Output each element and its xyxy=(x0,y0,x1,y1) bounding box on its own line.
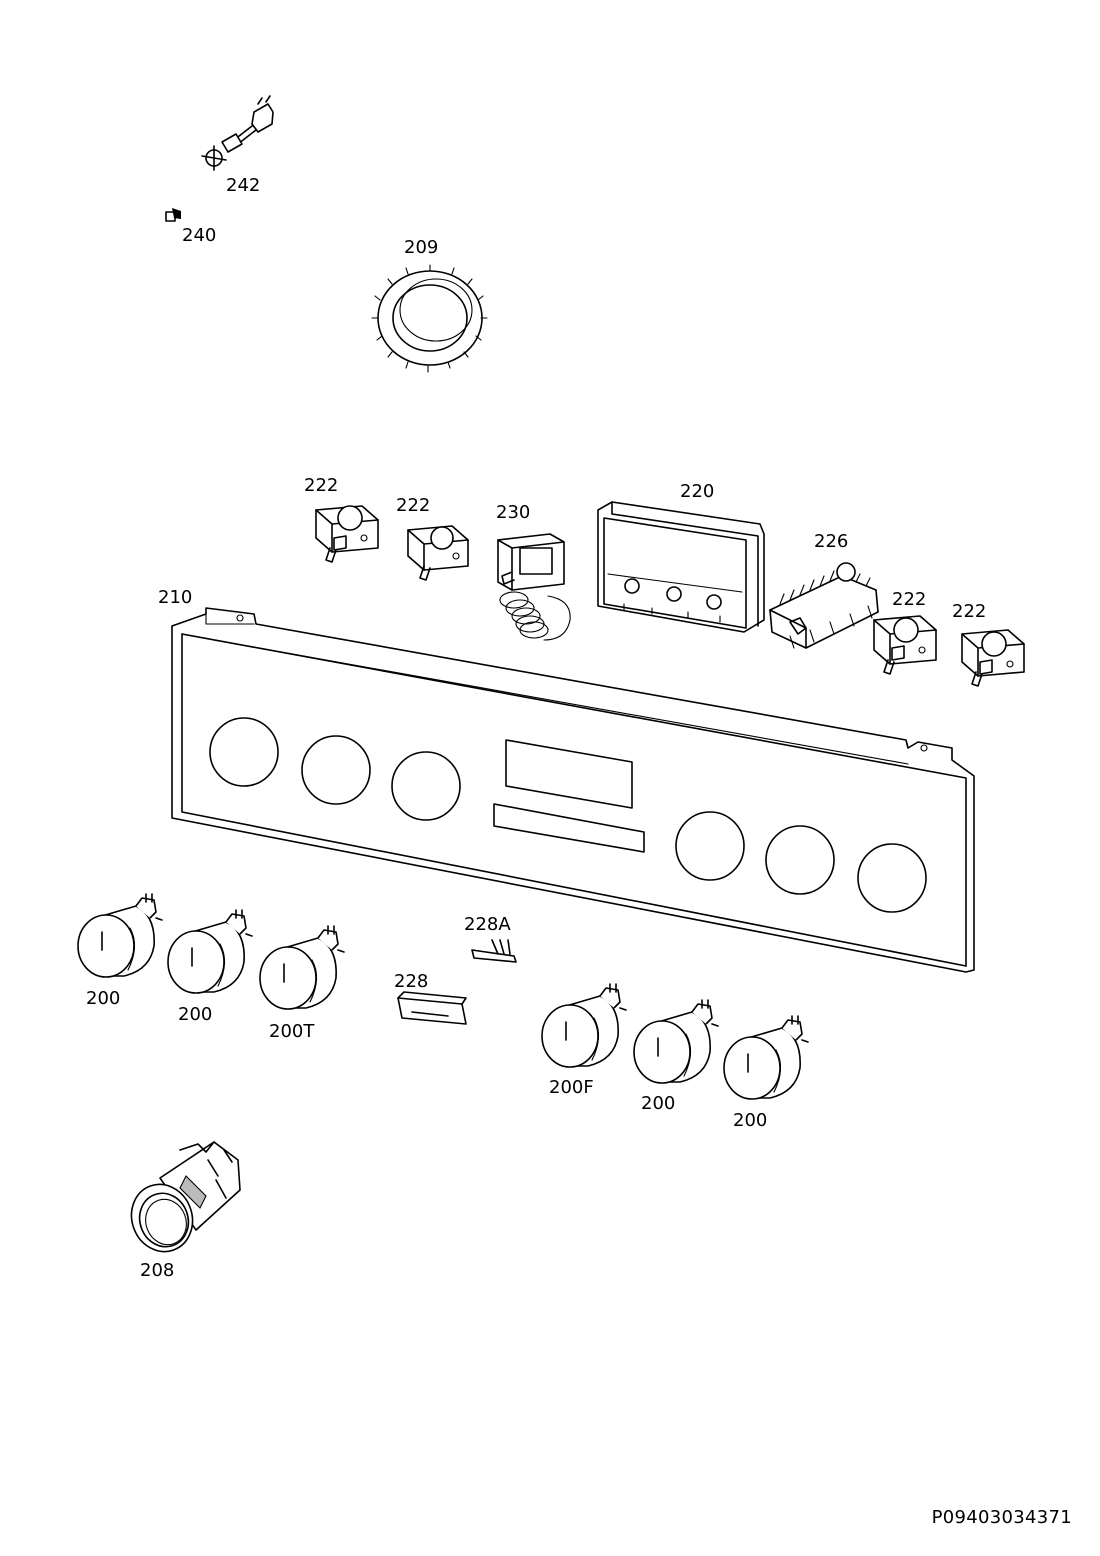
label-200f: 200F xyxy=(549,1077,594,1098)
label-200-b: 200 xyxy=(178,1004,213,1025)
part-226-selector-switch xyxy=(769,562,879,649)
label-226: 226 xyxy=(814,531,849,552)
part-208-push-button xyxy=(130,1141,241,1253)
part-222-switch-2 xyxy=(407,525,469,581)
part-242-cable-connector xyxy=(201,95,274,171)
label-240: 240 xyxy=(182,225,217,246)
label-228: 228 xyxy=(394,971,429,992)
label-210: 210 xyxy=(158,587,193,608)
part-200-knob-4 xyxy=(723,1015,809,1100)
part-222-switch-3 xyxy=(873,615,937,675)
label-242: 242 xyxy=(226,175,261,196)
label-230: 230 xyxy=(496,502,531,523)
label-209: 209 xyxy=(404,237,439,258)
part-220-display-module xyxy=(597,501,765,633)
label-200t: 200T xyxy=(269,1021,315,1042)
document-code: P09403034371 xyxy=(931,1507,1072,1528)
part-200-knob-1 xyxy=(77,893,163,978)
label-222-c: 222 xyxy=(892,589,927,610)
label-220: 220 xyxy=(680,481,715,502)
label-228a: 228A xyxy=(464,914,511,935)
knob-group xyxy=(77,893,809,1100)
part-222-switch-4 xyxy=(961,629,1025,687)
part-200t-knob xyxy=(259,925,345,1010)
part-210-control-panel xyxy=(171,607,975,973)
part-240-clip xyxy=(165,208,181,222)
part-200-knob-3 xyxy=(633,999,719,1084)
part-228-button-cap xyxy=(397,991,467,1025)
part-209-mounting-ring xyxy=(371,264,488,373)
label-222-b: 222 xyxy=(396,495,431,516)
part-200-knob-2 xyxy=(167,909,253,994)
label-208: 208 xyxy=(140,1260,175,1281)
label-200-c: 200 xyxy=(641,1093,676,1114)
part-228a-light-strip xyxy=(471,939,517,963)
part-200f-knob xyxy=(541,983,627,1068)
label-222-d: 222 xyxy=(952,601,987,622)
label-222-a: 222 xyxy=(304,475,339,496)
label-200-a: 200 xyxy=(86,988,121,1009)
part-222-switch-1 xyxy=(315,505,379,563)
part-230-thermostat xyxy=(497,533,571,641)
label-200-d: 200 xyxy=(733,1110,768,1131)
